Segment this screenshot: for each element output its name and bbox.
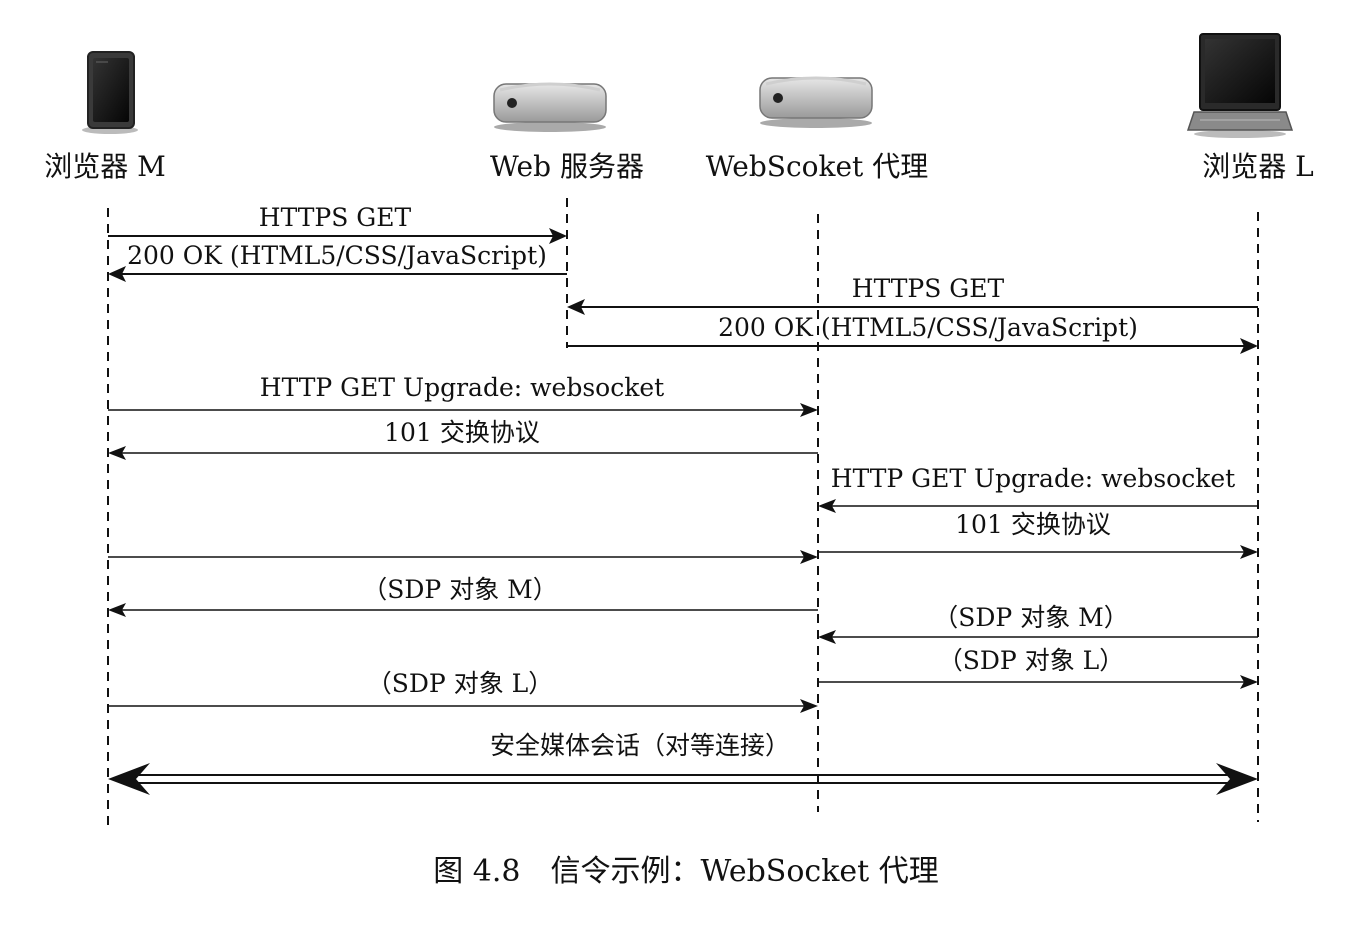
message-label: 200 OK (HTML5/CSS/JavaScript) [718,313,1138,342]
message-label: （SDP 对象 M） [933,603,1128,632]
message-arrow [108,228,567,244]
message-label: HTTP GET Upgrade: websocket [260,373,664,402]
tablet-icon [82,51,138,134]
media-session-arrow [108,763,1258,795]
message-arrow [567,338,1258,354]
message-arrow [818,630,1258,644]
actor-label-browser-m: 浏览器 M [44,150,166,183]
message-arrow [108,603,818,617]
message-label: （SDP 对象 L） [938,646,1125,675]
message-label: HTTPS GET [852,274,1005,303]
message-label: HTTPS GET [259,203,412,232]
message-arrow [567,299,1258,315]
server-icon [759,76,873,128]
message-label: 101 交换协议 [955,510,1111,539]
actor-label-browser-l: 浏览器 L [1202,150,1314,183]
figure-caption: 图 4.8 信令示例：WebSocket 代理 [433,854,939,889]
message-label: （SDP 对象 M） [362,575,557,604]
server-icon [493,82,607,132]
message-label: 200 OK (HTML5/CSS/JavaScript) [127,241,547,270]
message-arrow [818,499,1258,513]
message-arrow [108,699,818,713]
message-label: HTTP GET Upgrade: websocket [831,464,1235,493]
message-label: （SDP 对象 L） [367,669,554,698]
message-arrow [108,446,818,460]
message-label: 安全媒体会话（对等连接） [490,731,790,760]
laptop-icon [1186,33,1294,138]
message-label: 101 交换协议 [384,418,540,447]
message-arrow [108,403,818,417]
message-arrow [108,550,818,564]
message-arrow [818,675,1258,689]
actor-label-web-server: Web 服务器 [490,150,644,183]
message-arrow [108,266,567,282]
actor-label-websocket-proxy: WebScoket 代理 [706,150,928,183]
